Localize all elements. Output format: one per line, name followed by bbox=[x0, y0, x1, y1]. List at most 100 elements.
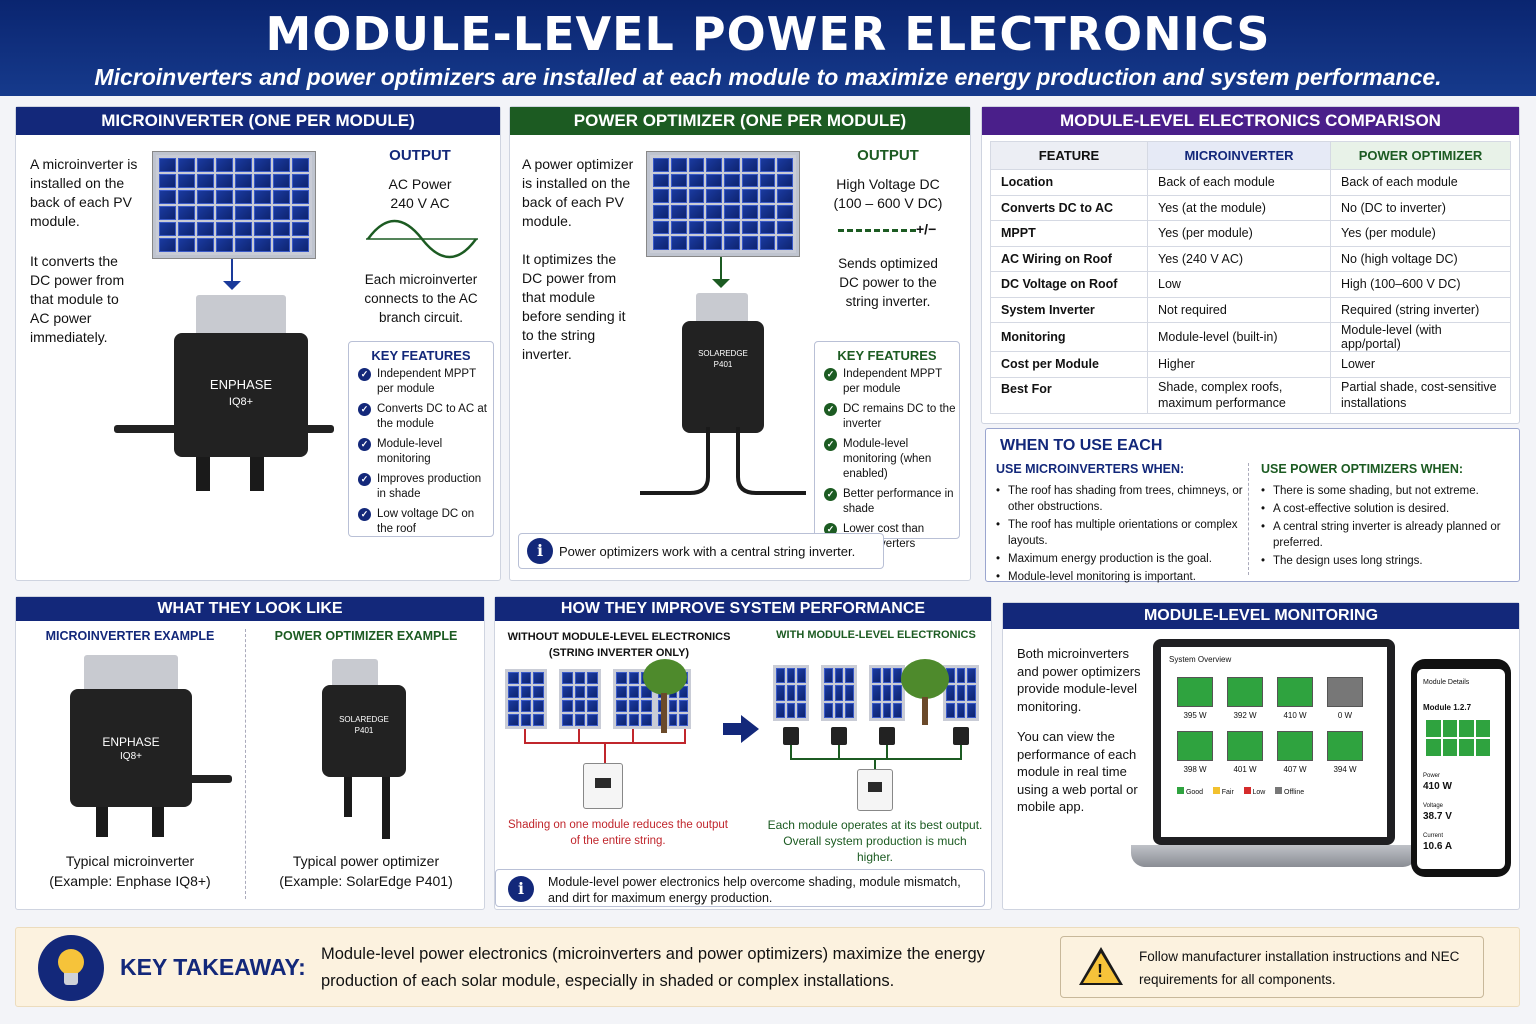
string-wiring-green bbox=[790, 745, 962, 773]
check-icon: ✓ bbox=[358, 368, 371, 381]
pv-module bbox=[869, 665, 905, 721]
module-power-label: 401 W bbox=[1233, 765, 1257, 774]
check-icon: ✓ bbox=[824, 403, 837, 416]
module-tile-good bbox=[1327, 731, 1363, 761]
microinverter-brand: ENPHASE bbox=[102, 735, 160, 749]
optimizer-cables bbox=[640, 427, 806, 495]
mounting-bracket bbox=[196, 295, 286, 337]
feature-item: ✓Converts DC to AC at the module bbox=[349, 402, 493, 432]
cable-right bbox=[152, 807, 164, 837]
comparison-panel-title: MODULE-LEVEL ELECTRONICS COMPARISON bbox=[982, 107, 1519, 135]
power-label: Power bbox=[1423, 773, 1441, 779]
voltage-value: 38.7 V bbox=[1423, 811, 1452, 822]
cable-left bbox=[96, 807, 108, 837]
use-micro-title: USE MICROINVERTERS WHEN: bbox=[996, 462, 1185, 476]
phone-title: Module Details bbox=[1423, 679, 1470, 686]
without-caption: Shading on one module reduces the output… bbox=[508, 819, 728, 847]
solar-panel-image bbox=[646, 151, 800, 257]
optimizer-box bbox=[831, 727, 847, 745]
microinverter-brand: ENPHASE bbox=[209, 377, 273, 392]
module-power-label: 407 W bbox=[1283, 765, 1307, 774]
screen-title: System Overview bbox=[1169, 655, 1232, 664]
info-icon: i bbox=[508, 876, 534, 902]
feature-item: ✓Independent MPPT per module bbox=[815, 367, 959, 397]
opt-caption: Typical power optimizer(Example: SolarEd… bbox=[279, 853, 453, 889]
cable-left bbox=[196, 457, 210, 491]
pv-module bbox=[559, 669, 601, 729]
info-icon: i bbox=[527, 538, 553, 564]
dc-line-icon bbox=[838, 229, 916, 232]
divider bbox=[245, 629, 246, 899]
optimizer-brand: SOLAREDGE bbox=[698, 349, 748, 358]
takeaway-banner: KEY TAKEAWAY: Module-level power electro… bbox=[15, 927, 1520, 1007]
laptop-screen: System Overview 395 W 392 W 410 W 0 W 39… bbox=[1161, 647, 1387, 837]
optimizer-desc-1: A power optimizer is installed on the ba… bbox=[522, 156, 634, 229]
performance-note-text: Module-level power electronics help over… bbox=[548, 875, 961, 905]
arrow-head-icon bbox=[712, 279, 730, 288]
pv-module bbox=[821, 665, 857, 721]
cable-right bbox=[382, 777, 390, 839]
look-panel: WHAT THEY LOOK LIKE MICROINVERTER EXAMPL… bbox=[15, 596, 485, 910]
optimizer-example-device: SOLAREDGE P401 bbox=[322, 685, 406, 777]
feature-item: ✓Independent MPPT per module bbox=[349, 367, 493, 397]
arrow-head-icon bbox=[223, 281, 241, 290]
feature-item: ✓Low voltage DC on the roof bbox=[349, 507, 493, 537]
current-value: 10.6 A bbox=[1423, 841, 1453, 852]
phone-screen: Module Details Module 1.2.7 Power 410 W … bbox=[1417, 669, 1505, 869]
page-header: MODULE-LEVEL POWER ELECTRONICS Microinve… bbox=[0, 0, 1536, 96]
list-item: There is some shading, but not extreme. bbox=[1261, 483, 1511, 499]
microinverter-device: ENPHASE IQ8+ bbox=[174, 333, 308, 457]
monitoring-desc-1: Both microinverters and power optimizers… bbox=[1017, 646, 1141, 714]
tree-trunk bbox=[661, 693, 667, 733]
microinverter-key-features: KEY FEATURES ✓Independent MPPT per modul… bbox=[348, 341, 494, 537]
list-item: Module-level monitoring is important. bbox=[996, 569, 1246, 585]
divider bbox=[1248, 463, 1249, 575]
cable-connector bbox=[156, 775, 232, 783]
performance-note: i Module-level power electronics help ov… bbox=[495, 869, 985, 907]
warning-box: ! Follow manufacturer installation instr… bbox=[1060, 936, 1484, 998]
optimizer-box bbox=[783, 727, 799, 745]
opt-example-title: POWER OPTIMIZER EXAMPLE bbox=[274, 629, 458, 643]
module-power-label: 410 W bbox=[1283, 711, 1307, 720]
tree-trunk bbox=[922, 697, 928, 725]
key-features-title: KEY FEATURES bbox=[837, 348, 937, 363]
feature-item: ✓Module-level monitoring (when enabled) bbox=[815, 437, 959, 482]
micro-example-title: MICROINVERTER EXAMPLE bbox=[45, 629, 215, 643]
microinverter-output-1: AC Power bbox=[388, 176, 452, 192]
table-header-microinverter: MICROINVERTER bbox=[1147, 141, 1331, 170]
microinverter-desc-1: A microinverter is installed on the back… bbox=[30, 156, 138, 229]
module-tile-good bbox=[1177, 677, 1213, 707]
key-features-title: KEY FEATURES bbox=[371, 348, 471, 363]
voltage-label: Voltage bbox=[1423, 803, 1444, 809]
status-legend: Good Fair Low Offline bbox=[1177, 787, 1377, 796]
cable-right bbox=[250, 457, 264, 491]
comparison-table: FEATURE MICROINVERTER POWER OPTIMIZER Lo… bbox=[990, 141, 1511, 414]
page-subtitle: Microinverters and power optimizers are … bbox=[94, 64, 1442, 90]
list-item: The design uses long strings. bbox=[1261, 553, 1511, 569]
performance-panel: HOW THEY IMPROVE SYSTEM PERFORMANCE WITH… bbox=[494, 596, 992, 910]
list-item: A cost-effective solution is desired. bbox=[1261, 501, 1511, 517]
list-item: The roof has multiple orientations or co… bbox=[996, 517, 1246, 549]
check-icon: ✓ bbox=[358, 403, 371, 416]
microinverter-panel: MICROINVERTER (ONE PER MODULE) A microin… bbox=[15, 106, 501, 581]
optimizer-box bbox=[953, 727, 969, 745]
current-label: Current bbox=[1423, 833, 1444, 839]
check-icon: ✓ bbox=[824, 438, 837, 451]
module-power-label: 394 W bbox=[1333, 765, 1357, 774]
tree-icon bbox=[643, 659, 687, 695]
with-title: WITH MODULE-LEVEL ELECTRONICS bbox=[776, 629, 976, 641]
mounting-bracket bbox=[332, 659, 378, 689]
optimizer-brand: SOLAREDGE bbox=[339, 715, 389, 724]
module-tile-good bbox=[1227, 731, 1263, 761]
dc-polarity-label: +/− bbox=[916, 221, 937, 237]
arrow-down-icon bbox=[231, 259, 233, 283]
module-power-label: 0 W bbox=[1337, 711, 1353, 720]
table-header-optimizer: POWER OPTIMIZER bbox=[1330, 141, 1511, 170]
feature-item: ✓Module-level monitoring bbox=[349, 437, 493, 467]
microinverter-model: IQ8+ bbox=[120, 751, 142, 762]
